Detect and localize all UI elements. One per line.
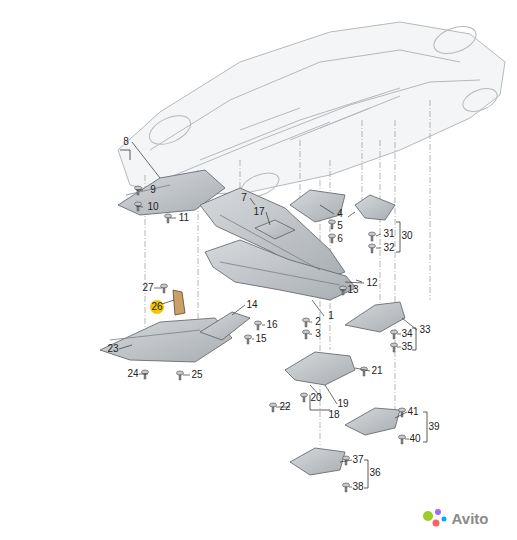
projection-lines (145, 100, 430, 445)
callout-number: 27 (141, 283, 154, 293)
callout-number: 9 (149, 185, 157, 195)
callout-number: 40 (408, 434, 421, 444)
callout-number: 19 (336, 399, 349, 409)
car-body (118, 21, 505, 202)
callout-number: 16 (265, 320, 278, 330)
callout-number: 3 (314, 329, 322, 339)
callout-number: 36 (368, 468, 381, 478)
callout-number: 6 (336, 234, 344, 244)
callout-number: 24 (126, 369, 139, 379)
callout-number: 8 (122, 137, 130, 147)
callout-number: 33 (418, 325, 431, 335)
group-brackets (120, 150, 427, 488)
callout-number: 7 (240, 193, 248, 203)
callout-number: 1 (327, 311, 335, 321)
callout-number: 10 (146, 202, 159, 212)
leader-lines (119, 142, 417, 487)
callout-number: 23 (106, 344, 119, 354)
callout-number: 17 (252, 207, 265, 217)
underbody-panels (100, 170, 405, 475)
callout-number: 4 (336, 209, 344, 219)
callout-number: 34 (400, 329, 413, 339)
callout-number: 14 (245, 300, 258, 310)
callout-number: 20 (309, 393, 322, 403)
callout-number: 38 (351, 482, 364, 492)
watermark-logo (423, 509, 447, 527)
callout-number: 41 (406, 407, 419, 417)
callout-number: 31 (382, 229, 395, 239)
callout-number: 11 (178, 213, 190, 223)
bolts (135, 186, 406, 492)
watermark: Avito (451, 511, 490, 526)
bracket-part (173, 290, 185, 315)
callout-number: 35 (400, 342, 413, 352)
callout-number: 30 (400, 231, 413, 241)
callout-number: 32 (382, 243, 395, 253)
callout-number: 22 (278, 402, 291, 412)
callout-number: 15 (254, 334, 267, 344)
callout-number: 13 (346, 285, 359, 295)
callout-number: 18 (327, 410, 340, 420)
callout-number: 21 (370, 366, 383, 376)
callout-number: 12 (365, 278, 378, 288)
callout-number: 5 (336, 221, 344, 231)
callout-number: 26 (150, 302, 163, 312)
highlight-dot (150, 300, 164, 314)
callout-number: 25 (190, 370, 203, 380)
callout-number: 37 (351, 455, 364, 465)
callout-number: 39 (427, 422, 440, 432)
callout-number: 2 (314, 317, 322, 327)
